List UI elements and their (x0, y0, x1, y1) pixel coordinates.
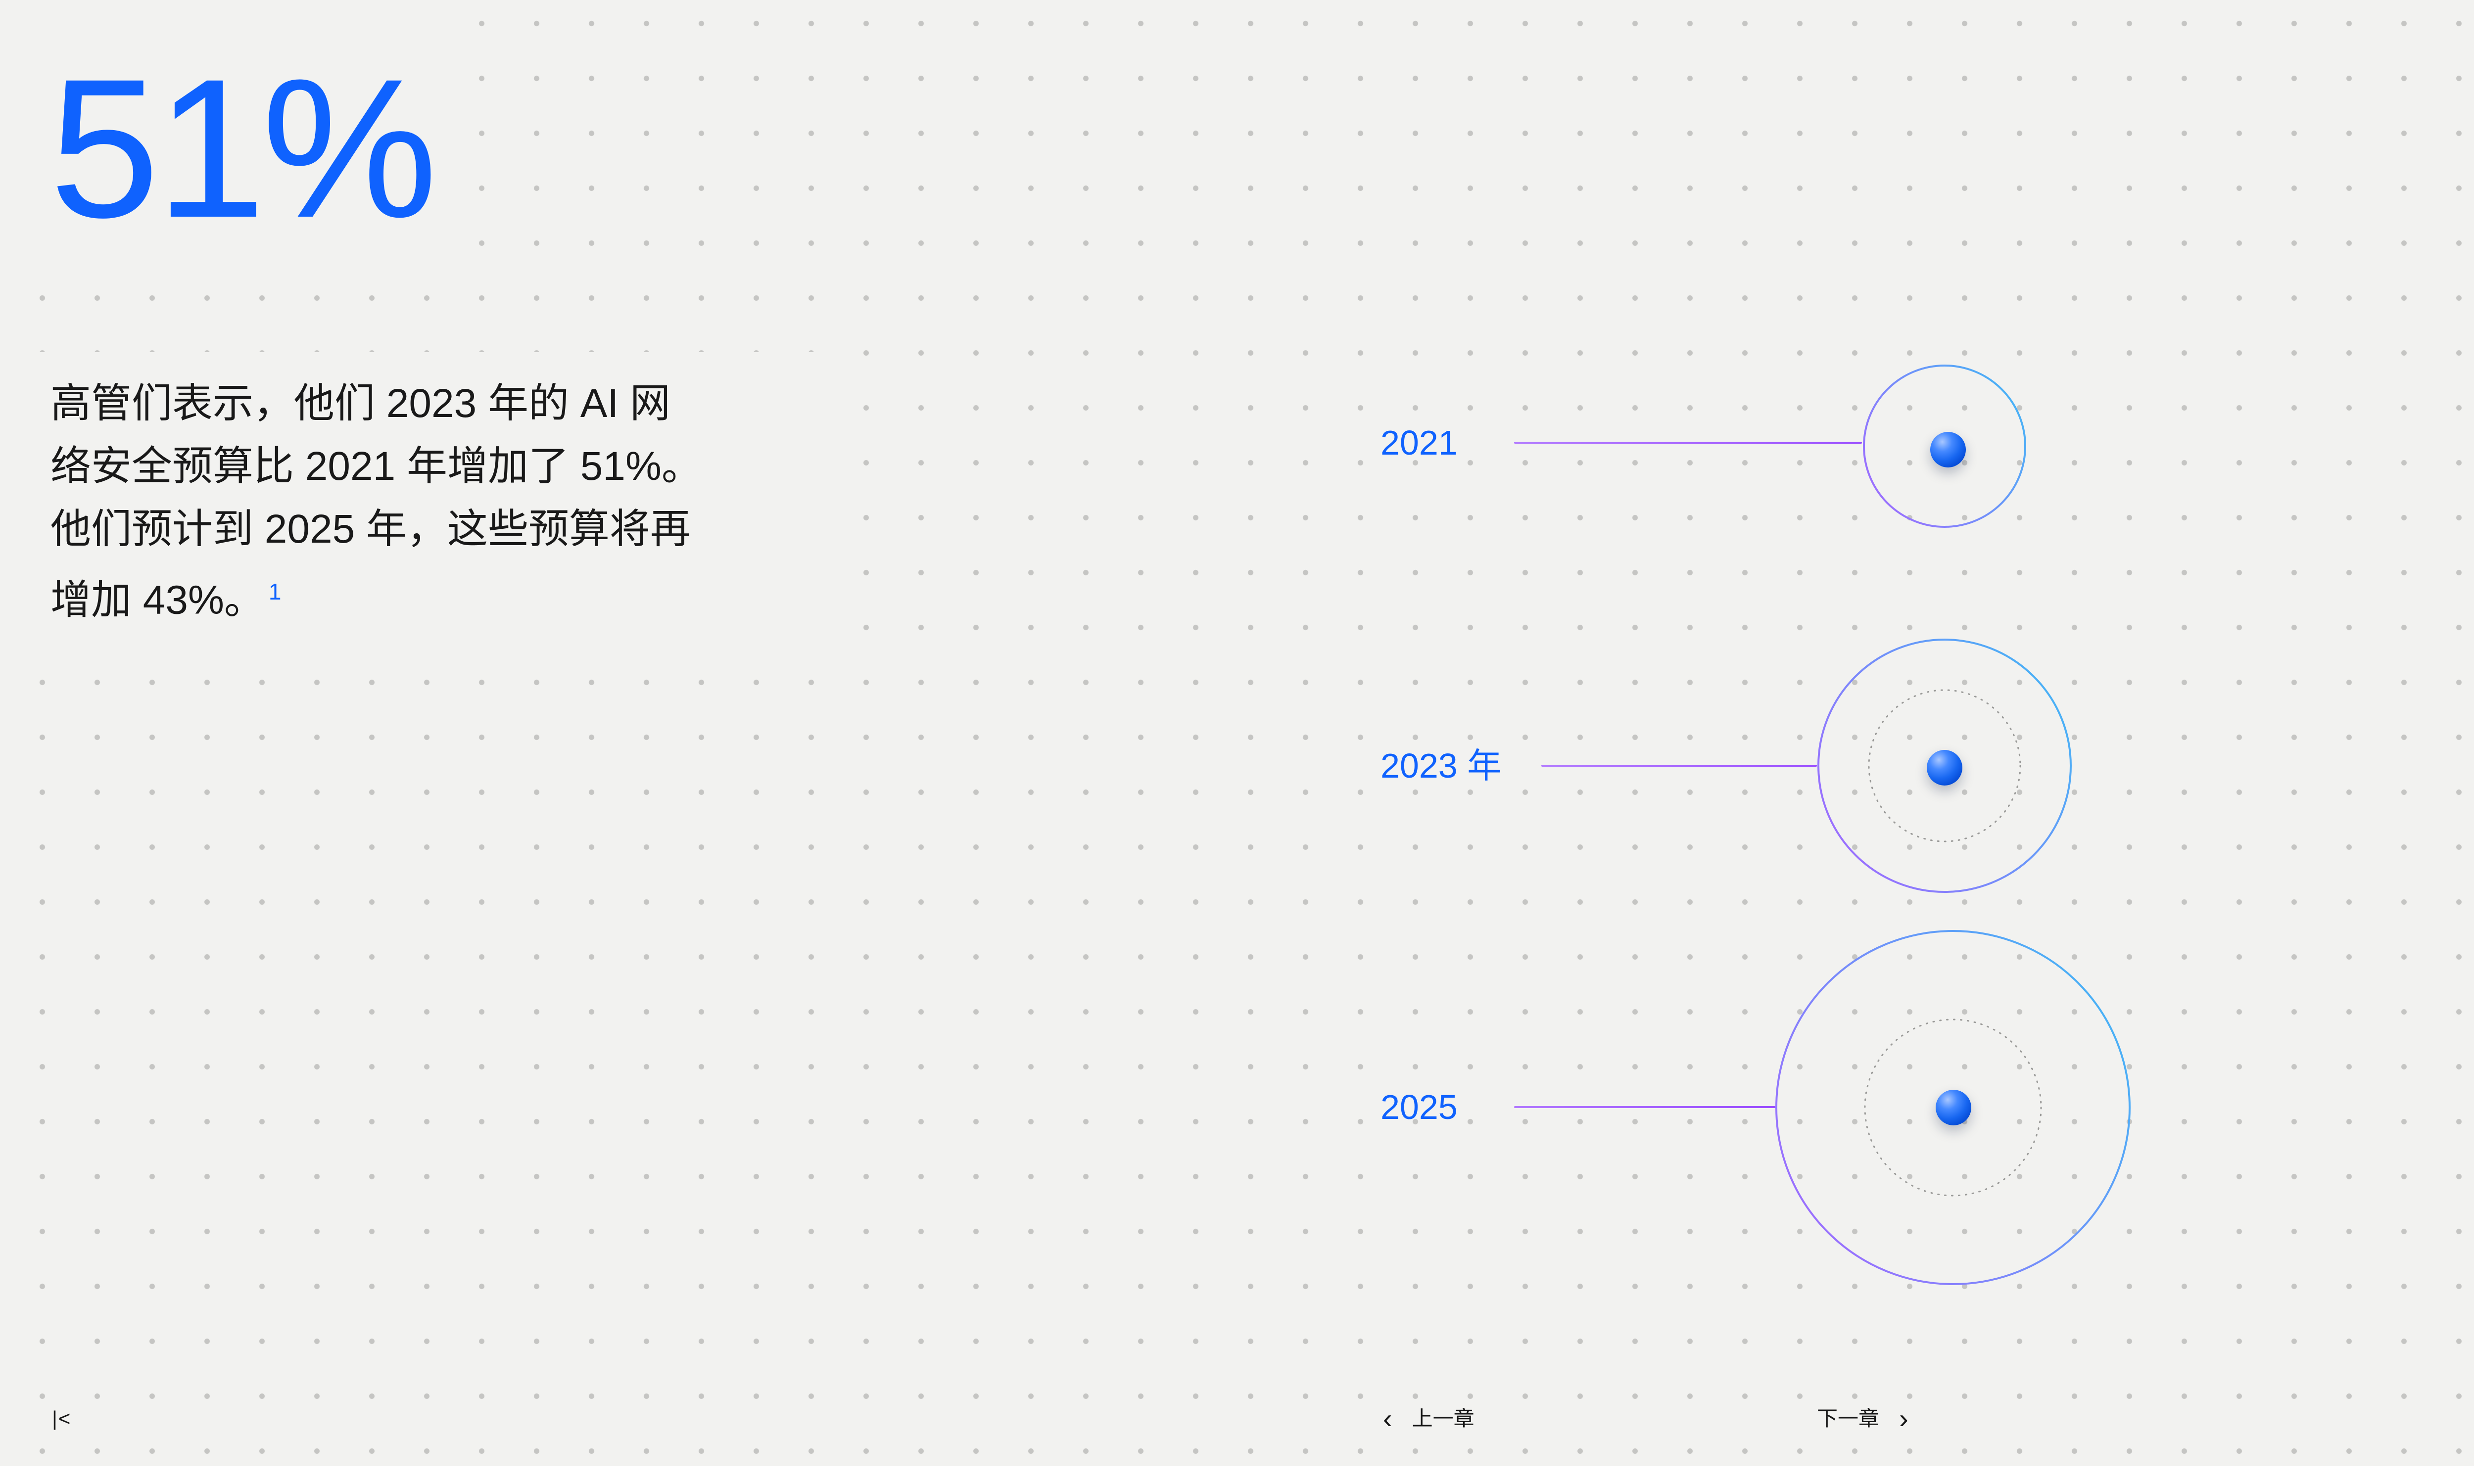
sphere-marker-2025 (1936, 1090, 1971, 1125)
sphere-marker-2023 (1927, 750, 1962, 786)
body-text-line: 络安全预算比 2021 年增加了 51%。 (50, 444, 702, 489)
footnote-ref[interactable]: 1 (268, 579, 282, 604)
body-text: 高管们表示，他们 2023 年的 AI 网 络安全预算比 2021 年增加了 5… (50, 372, 702, 631)
inner-dotted-ring-2023 (1868, 689, 2021, 842)
circle-ring-2021 (1863, 365, 2026, 528)
leader-line-2021 (1514, 442, 1862, 444)
first-page-button[interactable]: |< (52, 1407, 72, 1430)
body-backdrop (0, 352, 856, 635)
sphere-marker-2021 (1930, 432, 1966, 467)
prev-chapter-button[interactable]: ‹ 上一章 (1383, 1403, 1475, 1434)
prev-chapter-label: 上一章 (1412, 1407, 1475, 1430)
circle-ring-2025 (1775, 930, 2131, 1285)
leader-line-2025 (1514, 1106, 1775, 1108)
inner-dotted-ring-2025 (1864, 1019, 2042, 1197)
title-backdrop (0, 0, 475, 282)
body-text-line: 他们预计到 2025 年，这些预算将再 (50, 507, 691, 552)
bubble-label-2023: 2023 年 (1380, 746, 1502, 785)
headline-stat: 51% (49, 38, 438, 259)
chevron-right-icon: › (1899, 1403, 1908, 1434)
leader-line-2023 (1541, 765, 1817, 767)
body-text-line: 增加 43%。1 (50, 560, 702, 631)
chevron-left-icon: ‹ (1383, 1403, 1392, 1434)
bottom-strip (0, 1466, 2474, 1484)
next-chapter-button[interactable]: 下一章 › (1817, 1403, 1908, 1434)
next-chapter-label: 下一章 (1817, 1407, 1880, 1430)
circle-ring-2023 (1817, 639, 2072, 893)
body-text-line-end: 增加 43%。 (50, 577, 265, 623)
bubble-label-2021: 2021 (1380, 423, 1458, 462)
bubble-label-2025: 2025 (1380, 1088, 1458, 1126)
body-text-line: 高管们表示，他们 2023 年的 AI 网 (50, 381, 671, 426)
